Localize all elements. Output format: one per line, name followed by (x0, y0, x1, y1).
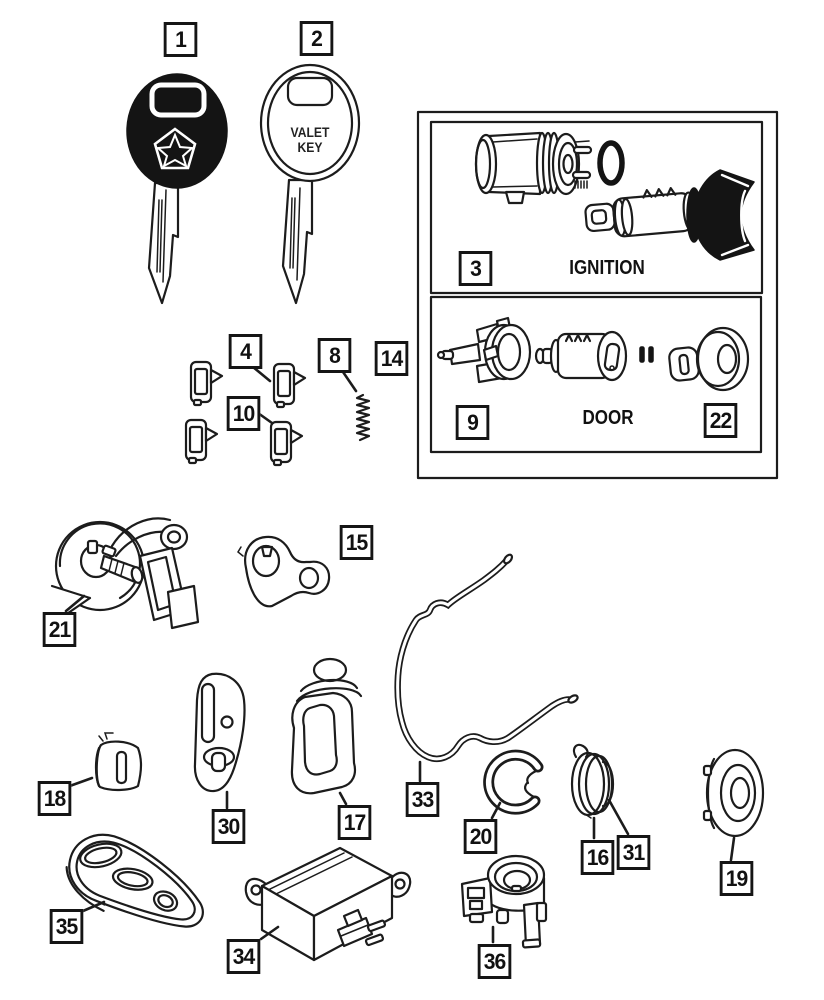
tumbler-clip-2 (272, 362, 307, 409)
ignition-pins (571, 140, 593, 189)
callout-35[interactable]: 35 (49, 909, 84, 944)
ignition-switch-housing (460, 854, 548, 949)
tumbler-spring (355, 393, 371, 442)
receiver-module (244, 846, 412, 962)
valet-key-illustration (259, 63, 361, 305)
callout-22[interactable]: 22 (703, 403, 738, 438)
callout-16[interactable]: 16 (580, 840, 615, 875)
callout-1[interactable]: 1 (163, 22, 198, 57)
callout-4[interactable]: 4 (228, 334, 263, 369)
door-section-label: DOOR (582, 407, 634, 429)
ignition-bezel-knob (686, 169, 755, 261)
lock-lever (237, 535, 331, 608)
door-lock-cap (668, 346, 700, 382)
ignition-lock-cylinder (584, 186, 698, 238)
cylinder-cap (94, 732, 143, 792)
callout-19[interactable]: 19 (719, 861, 754, 896)
lock-rod (394, 553, 579, 763)
lock-bracket (193, 672, 246, 793)
keyless-entry-transmitter (65, 833, 204, 928)
door-lock-cylinder (534, 330, 628, 382)
fob-panic-button (152, 890, 179, 912)
fob-unlock-button (111, 867, 154, 891)
callout-9[interactable]: 9 (455, 405, 490, 440)
valet-key-text-line2: KEY (297, 140, 323, 155)
callout-14[interactable]: 14 (374, 341, 409, 376)
callout-17[interactable]: 17 (337, 805, 372, 840)
door-lock-housing (436, 316, 532, 384)
bezel-disc (702, 748, 765, 838)
ignition-o-ring (597, 140, 625, 186)
tumbler-clip-1 (189, 360, 224, 407)
coil-spring (570, 743, 615, 819)
module-connector (336, 908, 387, 948)
fob-lock-button (79, 842, 123, 869)
callout-34[interactable]: 34 (226, 939, 261, 974)
callout-20[interactable]: 20 (463, 819, 498, 854)
valet-key-text: VALET KEY (279, 125, 342, 155)
lock-set-box (416, 110, 779, 480)
cylinder-boot (290, 657, 363, 795)
tumbler-clip-3 (184, 418, 219, 465)
callout-31[interactable]: 31 (616, 835, 651, 870)
callout-30[interactable]: 30 (211, 809, 246, 844)
ignition-section-label: IGNITION (569, 257, 645, 279)
callout-10[interactable]: 10 (226, 396, 261, 431)
lock-cylinder-assembly (50, 517, 200, 630)
callout-8[interactable]: 8 (317, 338, 352, 373)
callout-2[interactable]: 2 (299, 21, 334, 56)
callout-3[interactable]: 3 (458, 251, 493, 286)
callout-15[interactable]: 15 (339, 525, 374, 560)
valet-key-text-line1: VALET (290, 125, 330, 140)
pentastar-logo (153, 127, 197, 170)
callout-36[interactable]: 36 (477, 944, 512, 979)
e-clip (483, 749, 544, 815)
leader-lines (64, 365, 736, 944)
ignition-lock-housing (474, 131, 581, 205)
callout-21[interactable]: 21 (42, 612, 77, 647)
callout-33[interactable]: 33 (405, 782, 440, 817)
callout-18[interactable]: 18 (37, 781, 72, 816)
tumbler-clip-4 (269, 420, 304, 467)
master-key-illustration (126, 73, 228, 305)
door-lock-pins (639, 346, 654, 363)
door-lock-grommet (695, 326, 750, 392)
